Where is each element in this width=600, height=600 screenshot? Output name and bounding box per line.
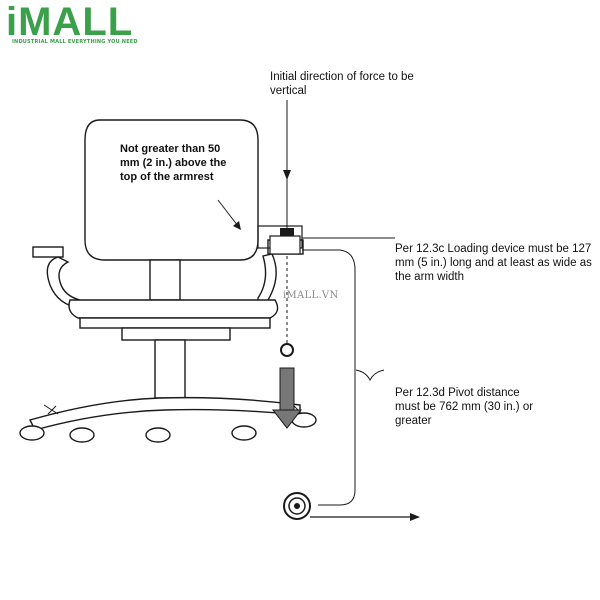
load-block <box>280 228 294 236</box>
chair-base <box>28 396 301 431</box>
pivot-marker <box>280 343 294 357</box>
down-arrow-head <box>271 409 303 429</box>
watermark-text: iMALL.VN <box>283 290 339 301</box>
caster <box>69 427 95 443</box>
seat-mechanism <box>121 327 231 341</box>
backrest-support <box>149 259 181 301</box>
armrest-height-note: Not greater than 50 mm (2 in.) above the… <box>120 143 227 183</box>
left-armrest-pad <box>32 246 64 258</box>
pivot-point-inner <box>294 503 300 509</box>
logo-text: iMALL <box>6 0 134 44</box>
armrest-arrowhead <box>233 221 241 230</box>
imall-logo: iMALL INDUSTRIAL MALL EVERYTHING YOU NEE… <box>6 2 176 46</box>
force-direction-note: Initial direction of force to be vertica… <box>270 71 414 97</box>
down-arrow-shaft <box>279 367 295 413</box>
pivot-leader-curve <box>302 249 356 506</box>
base-leg-line <box>43 404 59 415</box>
logo-tagline: INDUSTRIAL MALL EVERYTHING YOU NEED <box>12 39 138 45</box>
caster <box>145 427 171 443</box>
chair-seat <box>68 299 279 319</box>
pivot-distance-note: Per 12.3d Pivot distance must be 762 mm … <box>395 387 534 427</box>
caster <box>19 425 45 441</box>
loading-device <box>269 235 301 255</box>
seat-plate <box>79 317 271 329</box>
pivot-distance-brace <box>355 369 385 382</box>
armrest-leader-line <box>217 199 239 227</box>
gas-column <box>154 339 186 399</box>
horizontal-arrowhead <box>410 513 420 521</box>
base-leg-line <box>47 405 57 415</box>
caster <box>231 425 257 441</box>
loading-device-note: Per 12.3c Loading device must be 127 mm … <box>395 243 592 283</box>
chair-backrest <box>84 119 259 261</box>
force-arrowhead <box>283 170 291 180</box>
